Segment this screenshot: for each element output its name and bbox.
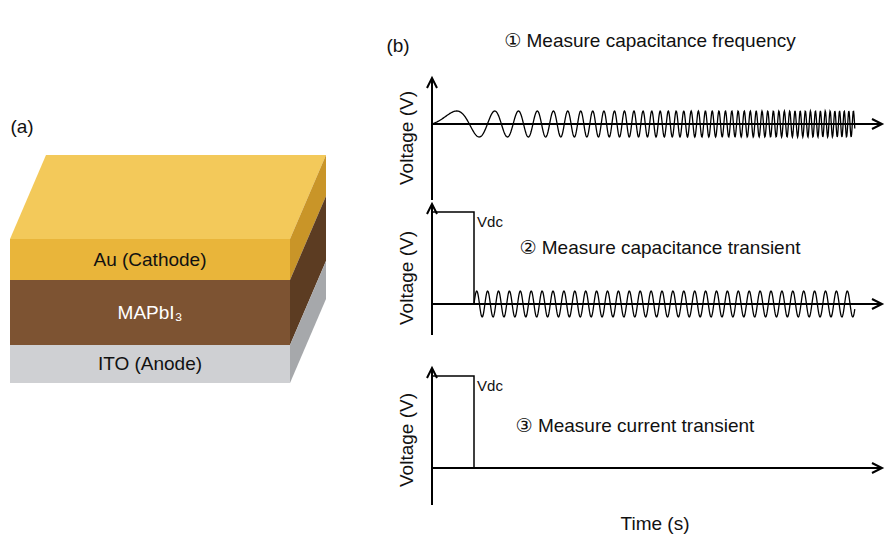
axis-title: Time (s) <box>621 513 690 535</box>
step-title: ③ Measure current transient <box>516 414 755 437</box>
axis-title: Voltage (V) <box>396 91 418 185</box>
step-title: ② Measure capacitance transient <box>519 236 800 259</box>
step-title: ① Measure capacitance frequency <box>504 29 796 52</box>
y-axis <box>431 78 433 200</box>
y-axis <box>431 204 433 335</box>
panel-label: (a) <box>10 116 33 138</box>
axis-arrowhead <box>872 463 882 473</box>
axis-title: Voltage (V) <box>396 231 418 325</box>
axis-arrowhead <box>872 299 882 309</box>
side-face <box>290 261 326 383</box>
layer-label: ITO (Anode) <box>98 353 202 375</box>
panel-label: (b) <box>386 35 409 57</box>
anode-layer: ITO (Anode) <box>10 345 290 383</box>
chirp-waveform <box>432 111 855 137</box>
y-axis <box>431 368 433 505</box>
layer-label: MAPbI₃ <box>118 302 183 324</box>
axis-arrowhead <box>872 119 882 129</box>
axis-title: Voltage (V) <box>396 393 418 487</box>
x-axis <box>432 303 882 305</box>
layer-label: Au (Cathode) <box>93 249 206 271</box>
voltage-label: Vdc <box>477 213 503 230</box>
pulse <box>432 376 474 468</box>
voltage-label: Vdc <box>477 377 503 394</box>
sine-waveform <box>474 291 855 317</box>
axis-arrowhead <box>427 78 437 88</box>
pulse <box>432 212 474 304</box>
perovskite-layer: MAPbI₃ <box>10 280 290 345</box>
cathode-layer: Au (Cathode) <box>10 239 290 280</box>
top-face <box>10 155 326 239</box>
x-axis <box>432 467 882 469</box>
